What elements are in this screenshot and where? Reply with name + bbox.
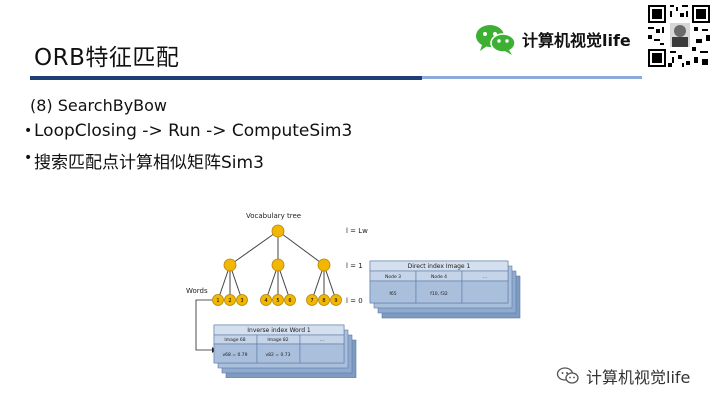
tree-leaf-node bbox=[212, 294, 224, 306]
leaf-number: 3 bbox=[240, 298, 243, 304]
tree-leaf-node bbox=[236, 294, 248, 306]
tree-leaf-node bbox=[318, 294, 330, 306]
wechat-outline-icon bbox=[556, 367, 579, 384]
leaf-number: 6 bbox=[288, 298, 291, 304]
tree-leaf-node bbox=[224, 294, 236, 306]
leaf-number: 5 bbox=[276, 298, 279, 304]
bullet-dot: • bbox=[24, 150, 33, 166]
bullet-dot: • bbox=[24, 123, 33, 139]
direct-index-header: Node 3 bbox=[385, 274, 401, 280]
inverse-index-header: Image 82 bbox=[267, 337, 288, 343]
tree-node bbox=[271, 258, 285, 272]
bullet-item: • LoopClosing -> Run -> ComputeSim3 bbox=[24, 121, 352, 141]
tree-leaf-node bbox=[272, 294, 284, 306]
inverse-index-cell: v68 = 0.79 bbox=[222, 352, 247, 358]
direct-index-header: Node 4 bbox=[431, 274, 447, 280]
direct-index-cell: f65 bbox=[389, 291, 396, 297]
leaf-number: 9 bbox=[334, 298, 337, 304]
watermark-text: 计算机视觉life bbox=[586, 368, 691, 387]
direct-index-cell: f10, f32 bbox=[430, 291, 448, 297]
inverse-index-header: ... bbox=[320, 338, 324, 343]
level-label-bottom: l = 0 bbox=[346, 297, 363, 305]
inverse-index-cell: v82 = 0.73 bbox=[265, 352, 290, 358]
vocabulary-tree-diagram: 1 2 3 4 5 6 7 8 9 Vocabulary tree l = Lw… bbox=[186, 212, 521, 378]
inverse-index-header: Image 68 bbox=[224, 337, 245, 343]
slide-title: ORB特征匹配 bbox=[34, 45, 180, 71]
title-underline bbox=[30, 76, 422, 80]
bullet-item: • 搜索匹配点计算相似矩阵Sim3 bbox=[24, 148, 264, 173]
level-label-top: l = Lw bbox=[346, 227, 368, 235]
words-arrow bbox=[195, 299, 212, 351]
brand-name: 计算机视觉life bbox=[522, 31, 631, 50]
level-label-middle: l = 1 bbox=[346, 262, 363, 270]
tree-node bbox=[317, 258, 331, 272]
watermark: 计算机视觉life bbox=[556, 364, 690, 388]
tree-leaf-node bbox=[260, 294, 272, 306]
tree-leaf-node bbox=[284, 294, 296, 306]
bullet-text: 搜索匹配点计算相似矩阵Sim3 bbox=[34, 153, 264, 173]
leaf-number: 8 bbox=[322, 298, 325, 304]
inverse-index-panel: Inverse index Word 1 Image 68 Image 82 .… bbox=[213, 324, 357, 378]
title-underline-accent bbox=[422, 76, 642, 79]
tree-leaf-node bbox=[330, 294, 342, 306]
wechat-icon bbox=[476, 25, 516, 55]
vocabulary-tree-label: Vocabulary tree bbox=[246, 212, 301, 220]
leaf-number: 2 bbox=[228, 298, 231, 304]
direct-index-title: Direct index Image 1 bbox=[408, 263, 471, 270]
tree-leaf-node bbox=[306, 294, 318, 306]
leaf-number: 4 bbox=[264, 298, 267, 304]
section-subtitle: (8) SearchByBow bbox=[30, 96, 168, 115]
tree-node bbox=[223, 258, 237, 272]
bullet-text: LoopClosing -> Run -> ComputeSim3 bbox=[34, 121, 353, 141]
tree-root-node bbox=[271, 224, 285, 238]
direct-index-panel: Direct index Image 1 Node 3 Node 4 ... f… bbox=[369, 260, 521, 319]
brand-logo: 计算机视觉life bbox=[474, 22, 631, 56]
leaf-number: 7 bbox=[310, 298, 313, 304]
qr-code-image bbox=[646, 3, 712, 69]
words-label: Words bbox=[186, 287, 208, 295]
inverse-index-title: Inverse index Word 1 bbox=[247, 327, 311, 334]
direct-index-header: ... bbox=[483, 275, 487, 280]
leaf-number: 1 bbox=[216, 298, 219, 304]
